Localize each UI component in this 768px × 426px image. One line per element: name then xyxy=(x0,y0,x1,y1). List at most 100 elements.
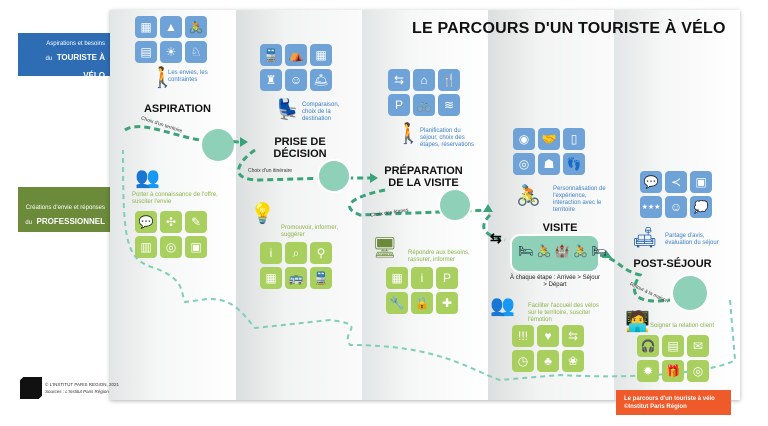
arrow-icon xyxy=(240,137,248,147)
route-label-visite: À chaque étape : Arrivée > Séjour > Dépa… xyxy=(510,275,600,288)
source: Sources : L'Institut Paris Région xyxy=(45,389,109,394)
theatre-icon: ☺ xyxy=(285,69,307,91)
bike-parking-icon: P xyxy=(436,267,458,289)
bus-icon: 🚌 xyxy=(285,267,307,289)
picnic-icon: ♣ xyxy=(537,350,559,372)
location-icon: ⚲ xyxy=(310,242,332,264)
wifi-icon: ≋ xyxy=(438,94,460,116)
lightbulb-info-icon: 💡 xyxy=(250,203,275,225)
map-icon: ▦ xyxy=(386,267,408,289)
path-segment-decision xyxy=(237,148,370,182)
map-icon: ▦ xyxy=(260,267,282,289)
tourist-icons-aspiration: ▦▲🚴 ▤☀♘ xyxy=(135,16,207,63)
search-icon: ⌕ xyxy=(285,242,307,264)
castle-icon: ♜ xyxy=(260,69,282,91)
stage-title-decision: PRISE DE DÉCISION xyxy=(273,136,327,160)
info-icon: i xyxy=(260,242,282,264)
family-bike-icon: ♘ xyxy=(185,41,207,63)
speech-bubble-icon: 💬 xyxy=(135,211,157,233)
smartphone-icon: ▯ xyxy=(563,128,585,150)
edit-icon: ✎ xyxy=(185,211,207,233)
tourist-label: TOURISTE À VÉLO xyxy=(56,53,105,80)
caption-post-sejour: Partage d'avis, évaluation du séjour xyxy=(665,233,719,246)
stage-title-post-sejour: POST-SÉJOUR xyxy=(633,258,712,270)
signpost-icon: ⇆ xyxy=(490,230,502,246)
calendar-icon: ▤ xyxy=(135,41,157,63)
stage-title-preparation: PRÉPARATION DE LA VISITE xyxy=(384,165,463,189)
card-icon: ▤ xyxy=(662,335,684,357)
arrow-icon xyxy=(602,250,612,258)
smileys-icon: ☺ xyxy=(665,196,687,218)
professional-prefix: du xyxy=(25,220,33,226)
gift-icon: 🎁 xyxy=(662,360,684,382)
chat-icon: 💬 xyxy=(640,171,662,193)
photo-icon: ▣ xyxy=(690,171,712,193)
region-map-icon xyxy=(317,159,351,193)
reclining-person-icon: 🛋 xyxy=(632,227,658,249)
pro-icons-decision: i⌕⚲ ▦🚌🚆 xyxy=(260,242,332,289)
tourist-icons-decision: 🚆⛺▦ ♜☺🛎 xyxy=(260,44,332,91)
discount-icon: ✹ xyxy=(637,360,659,382)
visit-route-box xyxy=(510,234,600,273)
home-map-icon xyxy=(671,274,709,312)
label-icon: ❀ xyxy=(562,350,584,372)
map-icon: ▦ xyxy=(135,16,157,38)
route-label-decision: Choix d'un itinéraire xyxy=(248,168,293,174)
signpost-icon: ⇆ xyxy=(562,325,584,347)
tent-icon: ⛺ xyxy=(285,44,307,66)
tourist-icons-preparation: ⇆⌂🍴 P🚲≋ xyxy=(388,69,460,116)
pro-icons-aspiration: 💬✣✎ ▥◎▣ xyxy=(135,211,207,258)
desk-computer-icon: 🖥 xyxy=(372,237,398,259)
credit-badge: Le parcours d'un touriste à vélo ©Instit… xyxy=(616,390,731,415)
stage-title-visite: VISITE xyxy=(542,222,578,234)
credit-line-2: ©Institut Paris Région xyxy=(624,404,687,410)
eye-icon: ◉ xyxy=(513,128,535,150)
lodging-icon: ⌂ xyxy=(413,69,435,91)
signpost-icon: ⇆ xyxy=(388,69,410,91)
network-icon: ✣ xyxy=(160,211,182,233)
calculator-icon: ▦ xyxy=(310,44,332,66)
handshake-icon: 🤝 xyxy=(538,128,560,150)
clock-icon: ◷ xyxy=(512,350,534,372)
page-title: LE PARCOURS D'UN TOURISTE À VÉLO xyxy=(412,20,726,37)
speech-bubble-icon: 💭 xyxy=(690,196,712,218)
caption-aspiration: Les envies, les contraintes xyxy=(168,70,208,83)
pro-caption-preparation: Répondre aux besoins, rassurer, informer xyxy=(408,250,470,263)
desk-agent-icon: 🧑‍💻 xyxy=(625,311,650,333)
professional-subtitle: Créations d'envie et réponses xyxy=(25,205,105,211)
institut-logo xyxy=(20,377,42,399)
train-icon: 🚆 xyxy=(310,267,332,289)
tourist-prefix: du xyxy=(45,56,53,62)
stars-icon: ★★★ xyxy=(640,196,662,218)
film-icon: ▥ xyxy=(135,236,157,258)
first-aid-icon: ✚ xyxy=(436,292,458,314)
arrow-icon xyxy=(370,173,378,183)
arrow-icon xyxy=(483,204,493,212)
cyclist-hill-icon: 🚴 xyxy=(185,16,207,38)
tourist-person-icon: 🚶 xyxy=(150,67,175,89)
pro-caption-decision: Promouvoir, informer, suggérer xyxy=(281,225,339,238)
caption-decision: Comparaison, choix de la destination xyxy=(302,102,340,122)
mountain-icon: ▲ xyxy=(160,16,182,38)
bike-route-icons: 🛏 🚴 🏰 🚴 🛏 xyxy=(518,244,607,258)
caption-preparation: Planification du séjour, choix des étape… xyxy=(420,128,475,148)
meeting-icon: 👥 xyxy=(135,167,160,189)
photo-icon: ▣ xyxy=(185,236,207,258)
credit-line-1: Le parcours d'un touriste à vélo xyxy=(624,396,715,402)
mail-icon: ✉ xyxy=(687,335,709,357)
professional-label-box: Créations d'envie et réponses du PROFESS… xyxy=(18,187,111,232)
pro-caption-aspiration: Porter à connaissance de l'offre, suscit… xyxy=(132,192,218,205)
share-icon: ≺ xyxy=(665,171,687,193)
pro-icons-visite: !!!♥⇆ ◷♣❀ xyxy=(512,325,584,372)
alert-icon: !!! xyxy=(512,325,534,347)
seated-person-icon: 💺 xyxy=(275,99,300,121)
bike-rental-icon: 🚲 xyxy=(413,94,435,116)
parking-lock-icon: P xyxy=(388,94,410,116)
hotel-bell-icon: 🛎 xyxy=(310,69,332,91)
pro-caption-post-sejour: Soigner la relation client xyxy=(650,323,715,329)
train-icon: 🚆 xyxy=(260,44,282,66)
instagram-icon: ◎ xyxy=(513,153,535,175)
professional-label: PROFESSIONNEL xyxy=(36,217,105,226)
